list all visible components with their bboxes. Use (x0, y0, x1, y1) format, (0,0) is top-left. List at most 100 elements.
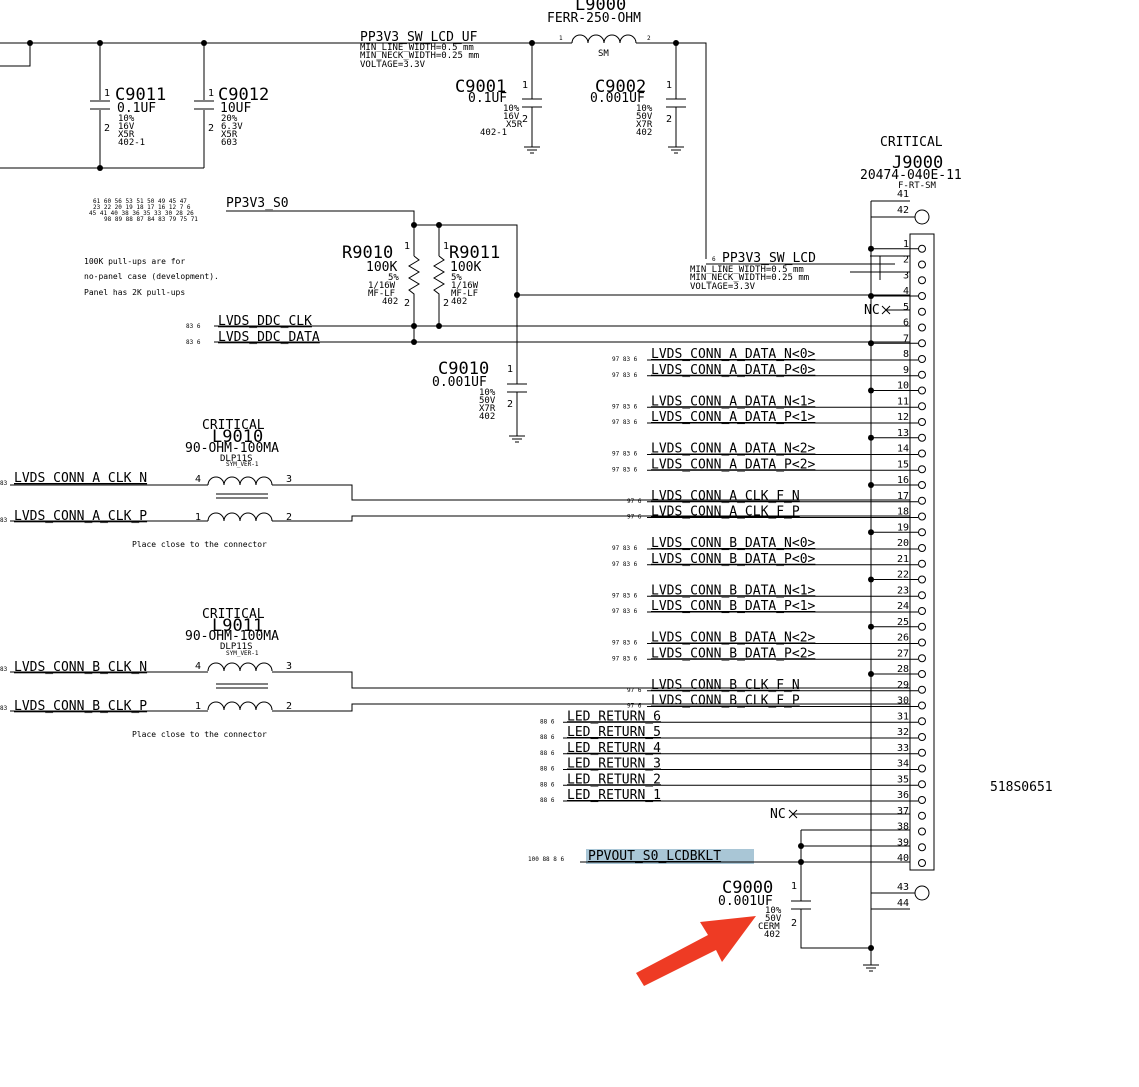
connector-pin[interactable] (918, 433, 926, 442)
connector-pin[interactable] (918, 276, 926, 285)
connector-pin[interactable] (918, 780, 926, 789)
connector-pin[interactable] (918, 512, 926, 521)
resistor-r9011[interactable]: R9011 1 2 100K 5% 1/16W MF-LF 402 (433, 241, 500, 329)
connector-pin[interactable] (918, 622, 926, 631)
ref-designator: R9010 (342, 243, 393, 263)
pin-number: 23 (897, 585, 909, 596)
pin-label: 1 (559, 35, 563, 42)
connector-pin[interactable] (918, 355, 926, 363)
connector-pin[interactable] (918, 717, 926, 726)
pin-number: 35 (897, 774, 909, 785)
net-label: LVDS_CONN_B_DATA_N<0> (651, 536, 816, 551)
connector-pin[interactable] (918, 654, 926, 663)
connector-pin[interactable] (918, 670, 926, 678)
pin-number: 14 (897, 444, 909, 455)
note-line: no-panel case (development). (84, 272, 219, 281)
component-value: 100K (450, 260, 481, 275)
connector-pin[interactable] (918, 685, 926, 694)
connector-pin[interactable] (918, 402, 926, 411)
pin-number: 4 (903, 286, 909, 297)
package: SM (598, 49, 609, 59)
connector-pin[interactable] (918, 701, 926, 710)
component-value: 0.1UF (468, 91, 507, 106)
capacitor-c9001[interactable]: 1 2 C9001 0.1UF 10% 16V X5R 402-1 (455, 43, 542, 154)
net-label: LVDS_CONN_A_DATA_P<2> (651, 457, 816, 472)
connector-pin[interactable] (918, 559, 926, 568)
pin-number: 17 (897, 491, 909, 502)
spec: X5R (221, 130, 238, 140)
connector-pin[interactable] (918, 843, 926, 852)
connector-pin[interactable] (918, 244, 926, 253)
connector-pin[interactable] (918, 323, 926, 332)
connector-pin[interactable] (918, 418, 926, 426)
resistor-r9010[interactable]: R9010 1 2 100K 5% 1/16W MF-LF 402 (342, 241, 420, 345)
spec: MF-LF (368, 289, 395, 299)
connector-pin[interactable] (918, 481, 926, 489)
capacitor-c9011[interactable]: 1 2 C9011 0.1UF 10% 16V X5R 402-1 (90, 85, 166, 148)
connector-pin[interactable] (918, 733, 926, 741)
connector-pin[interactable] (918, 496, 926, 505)
common-mode-choke-l9011[interactable]: CRITICAL L9011 90-OHM-100MA DLP11S SYM_V… (0, 607, 910, 739)
placement-note: Place close to the connector (132, 730, 267, 739)
connector-pin[interactable] (918, 544, 926, 552)
pin-label: 2 (666, 114, 672, 125)
connector-pin[interactable] (918, 764, 926, 773)
connector-pin[interactable] (918, 811, 926, 820)
pin-label: 2 (443, 298, 449, 309)
common-mode-choke-l9010[interactable]: CRITICAL L9010 90-OHM-100MA DLP11S SYM_V… (0, 418, 910, 549)
connector-pin[interactable] (918, 528, 926, 537)
page-refs: 83 (0, 517, 8, 524)
pin-number: 22 (897, 570, 909, 581)
connector-pin[interactable] (918, 607, 926, 615)
page-refs: 45 41 40 38 36 35 33 30 28 26 (89, 210, 194, 217)
pin-label: 2 (791, 918, 797, 929)
page-refs: 88 6 (540, 766, 555, 773)
connector-pin[interactable] (918, 859, 926, 867)
net-label: LED_RETURN_2 (567, 772, 661, 787)
net-label-lvds-conn-b-clk-n: LVDS_CONN_B_CLK_N (14, 660, 147, 675)
ref-designator: C9002 (595, 77, 646, 97)
connector-pin[interactable] (918, 370, 926, 379)
page-refs: 88 6 (540, 797, 555, 804)
connector-pin[interactable] (918, 386, 926, 395)
symbol-version: SYM_VER-1 (226, 650, 259, 657)
spec: 402 (479, 412, 495, 422)
pin-number: 37 (897, 806, 909, 817)
connector-pin[interactable] (918, 292, 926, 300)
nc-label-pin37: NC (770, 807, 786, 822)
connector-pin[interactable] (918, 591, 926, 600)
capacitor-c9012[interactable]: 1 2 C9012 10UF 20% 6.3V X5R 603 (194, 85, 269, 148)
net-label-ppvout-s0-lcdbklt[interactable]: PPVOUT_S0_LCDBKLT (588, 849, 721, 864)
spec: 10% (636, 104, 653, 114)
ref-designator: C9012 (218, 85, 269, 105)
page-refs: 98 89 88 87 84 83 79 75 71 (104, 216, 198, 223)
ferrite-l9000[interactable]: L9000 FERR-250-OHM SM 1 2 (547, 0, 707, 259)
page-refs: 97 6 (627, 687, 642, 694)
connector-pin[interactable] (918, 449, 926, 458)
connector-pin[interactable] (918, 748, 926, 757)
pin-label: 4 (195, 474, 201, 485)
page-refs: 83 (0, 480, 8, 487)
capacitor-c9000[interactable]: 1 2 C9000 0.001UF 10% 50V CERM 402 (718, 878, 874, 951)
pin-label: 1 (666, 80, 672, 91)
pin-number: 2 (903, 255, 909, 266)
connector-pin[interactable] (918, 575, 926, 584)
connector-pin[interactable] (918, 465, 926, 474)
ddc-nets: 83 6 LVDS_DDC_CLK 83 6 LVDS_DDC_DATA (186, 294, 910, 346)
pin-number: 30 (897, 696, 909, 707)
capacitor-c9002[interactable]: 1 2 C9002 0.001UF 10% 50V X7R 402 (590, 43, 686, 154)
connector-pin[interactable] (918, 796, 926, 804)
capacitor-c9010[interactable]: 1 2 C9010 0.001UF 10% 50V X7R 402 (432, 292, 527, 443)
pin-label: 1 (791, 881, 797, 892)
pin-number: 13 (897, 428, 909, 439)
net-label: LVDS_CONN_A_CLK_F_N (651, 489, 800, 504)
connector-pin[interactable] (918, 638, 926, 647)
pin-number: 3 (903, 270, 909, 281)
spec: MF-LF (451, 289, 478, 299)
connector-pin[interactable] (918, 260, 926, 269)
connector-pin[interactable] (918, 339, 926, 348)
page-refs: 97 83 6 (612, 372, 638, 379)
connector-pin[interactable] (918, 307, 926, 316)
connector-pin[interactable] (918, 827, 926, 836)
